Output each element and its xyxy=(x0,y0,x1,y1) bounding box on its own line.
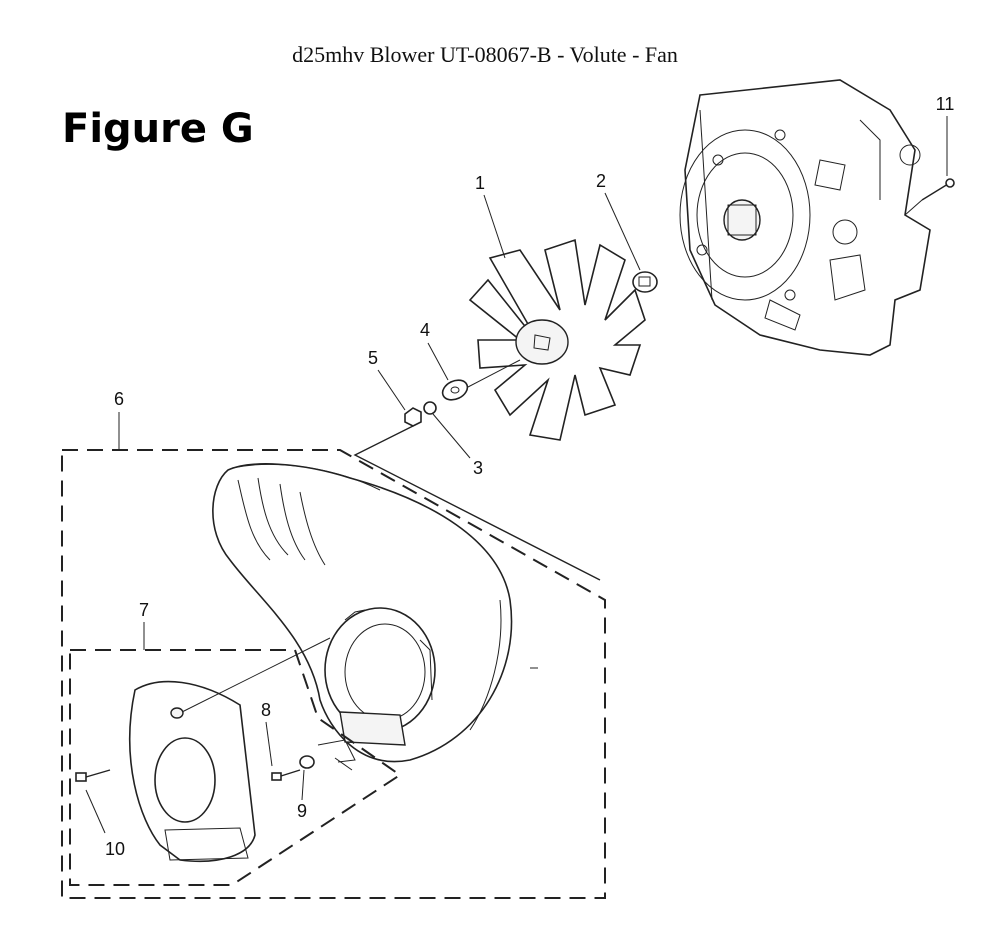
callout-9: 9 xyxy=(297,801,307,821)
assembly-boundary-6 xyxy=(61,449,606,899)
callout-10: 10 xyxy=(105,839,125,859)
figure-label: Figure G xyxy=(62,106,254,152)
screw-part-8 xyxy=(265,721,301,781)
lock-washer-part-3 xyxy=(423,401,471,459)
cover-plate xyxy=(128,637,331,863)
diagram-title: d25mhv Blower UT-08067-B - Volute - Fan xyxy=(292,42,678,67)
callout-1: 1 xyxy=(475,173,485,193)
assembly-boundary-7 xyxy=(69,649,402,886)
callout-11: 11 xyxy=(936,94,955,114)
nut-part-5 xyxy=(353,369,601,581)
fan-part-1 xyxy=(468,238,646,441)
screw-part-11 xyxy=(904,116,955,216)
callout-6: 6 xyxy=(114,389,124,409)
callout-3: 3 xyxy=(473,458,483,478)
engine-housing xyxy=(679,79,931,356)
washer-part-2 xyxy=(604,192,658,293)
callout-4: 4 xyxy=(420,320,430,340)
callout-7: 7 xyxy=(139,600,149,620)
callout-5: 5 xyxy=(368,348,378,368)
callout-2: 2 xyxy=(596,171,606,191)
callout-8: 8 xyxy=(261,700,271,720)
washer-part-4 xyxy=(427,342,521,401)
volute-housing xyxy=(212,463,538,763)
screw-part-10 xyxy=(75,769,111,834)
washer-part-9 xyxy=(299,739,356,801)
